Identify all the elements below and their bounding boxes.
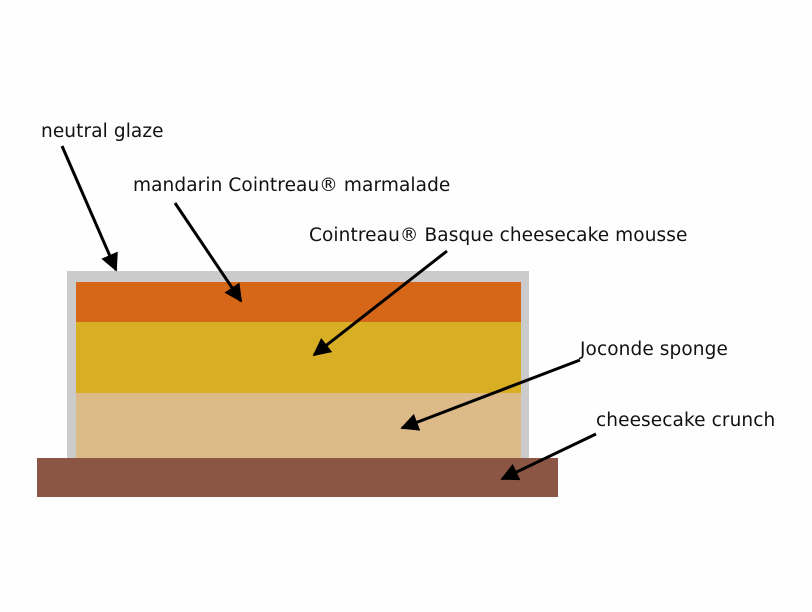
neutral-glaze-arrow <box>60 145 118 272</box>
marmalade-layer <box>76 282 521 322</box>
mousse-arrow <box>312 249 448 357</box>
mousse-layer <box>76 322 521 393</box>
mousse-label: Cointreau® Basque cheesecake mousse <box>309 225 688 246</box>
crunch-arrow <box>500 432 597 481</box>
crunch-label: cheesecake crunch <box>596 410 776 431</box>
sponge-label: Joconde sponge <box>580 339 728 360</box>
marmalade-arrow <box>173 202 243 303</box>
crunch-layer <box>37 458 558 497</box>
sponge-arrow <box>400 358 581 431</box>
sponge-layer <box>76 393 521 458</box>
neutral-glaze-label: neutral glaze <box>41 121 164 142</box>
marmalade-label: mandarin Cointreau® marmalade <box>133 175 451 196</box>
